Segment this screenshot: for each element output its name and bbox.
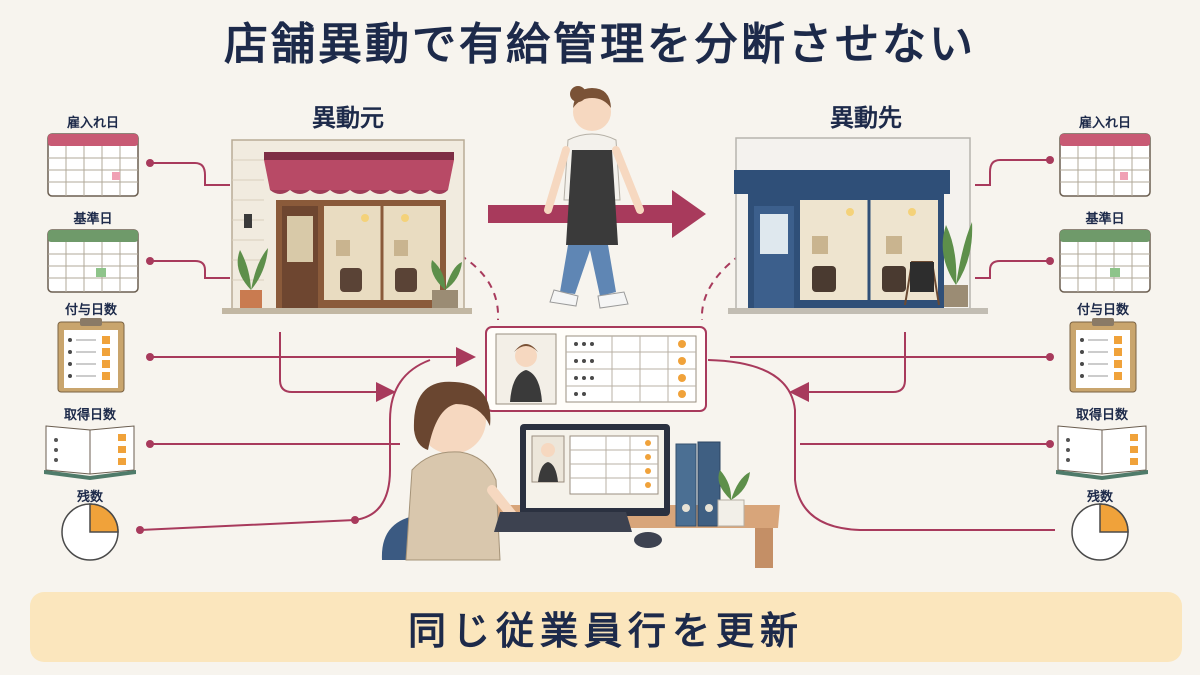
transfer-diagram xyxy=(44,86,1151,568)
bottom-banner: 同じ従業員行を更新 xyxy=(30,592,1182,662)
origin-store-label: 異動元 xyxy=(312,104,384,132)
office-worker-desk xyxy=(381,381,780,568)
right-book-icon xyxy=(1056,425,1148,480)
right-pie-icon xyxy=(1071,503,1129,561)
destination-store xyxy=(728,137,988,314)
left-label-used-days: 取得日数 xyxy=(63,408,116,423)
right-calendar-base-icon xyxy=(1059,229,1151,293)
right-label-used-days: 取得日数 xyxy=(1075,408,1128,423)
right-clipboard-icon xyxy=(1069,318,1137,393)
left-calendar-base-icon xyxy=(47,229,139,293)
left-label-remaining: 残数 xyxy=(76,490,103,505)
right-calendar-hire-icon xyxy=(1059,133,1151,197)
left-label-base-date: 基準日 xyxy=(73,212,113,227)
walking-employee xyxy=(544,86,644,309)
employee-record-card xyxy=(485,326,707,412)
left-connector-dots xyxy=(136,159,359,534)
left-book-icon xyxy=(44,425,136,480)
destination-store-label: 異動先 xyxy=(830,104,902,132)
right-connectors xyxy=(700,159,1055,531)
right-label-base-date: 基準日 xyxy=(1085,212,1125,227)
right-label-remaining: 残数 xyxy=(1086,490,1113,505)
right-connector-dots xyxy=(1046,156,1054,448)
right-label-hire-date: 雇入れ日 xyxy=(1078,116,1131,131)
page-title: 店舗異動で有給管理を分断させない xyxy=(224,19,976,70)
banner-text: 同じ従業員行を更新 xyxy=(407,608,804,653)
left-calendar-hire-icon xyxy=(47,133,139,197)
left-label-granted-days: 付与日数 xyxy=(64,303,117,318)
left-clipboard-icon xyxy=(57,318,125,393)
origin-store xyxy=(222,139,472,314)
left-connectors xyxy=(139,162,500,531)
left-pie-icon xyxy=(61,503,119,561)
right-label-granted-days: 付与日数 xyxy=(1076,303,1129,318)
left-label-hire-date: 雇入れ日 xyxy=(66,116,119,131)
